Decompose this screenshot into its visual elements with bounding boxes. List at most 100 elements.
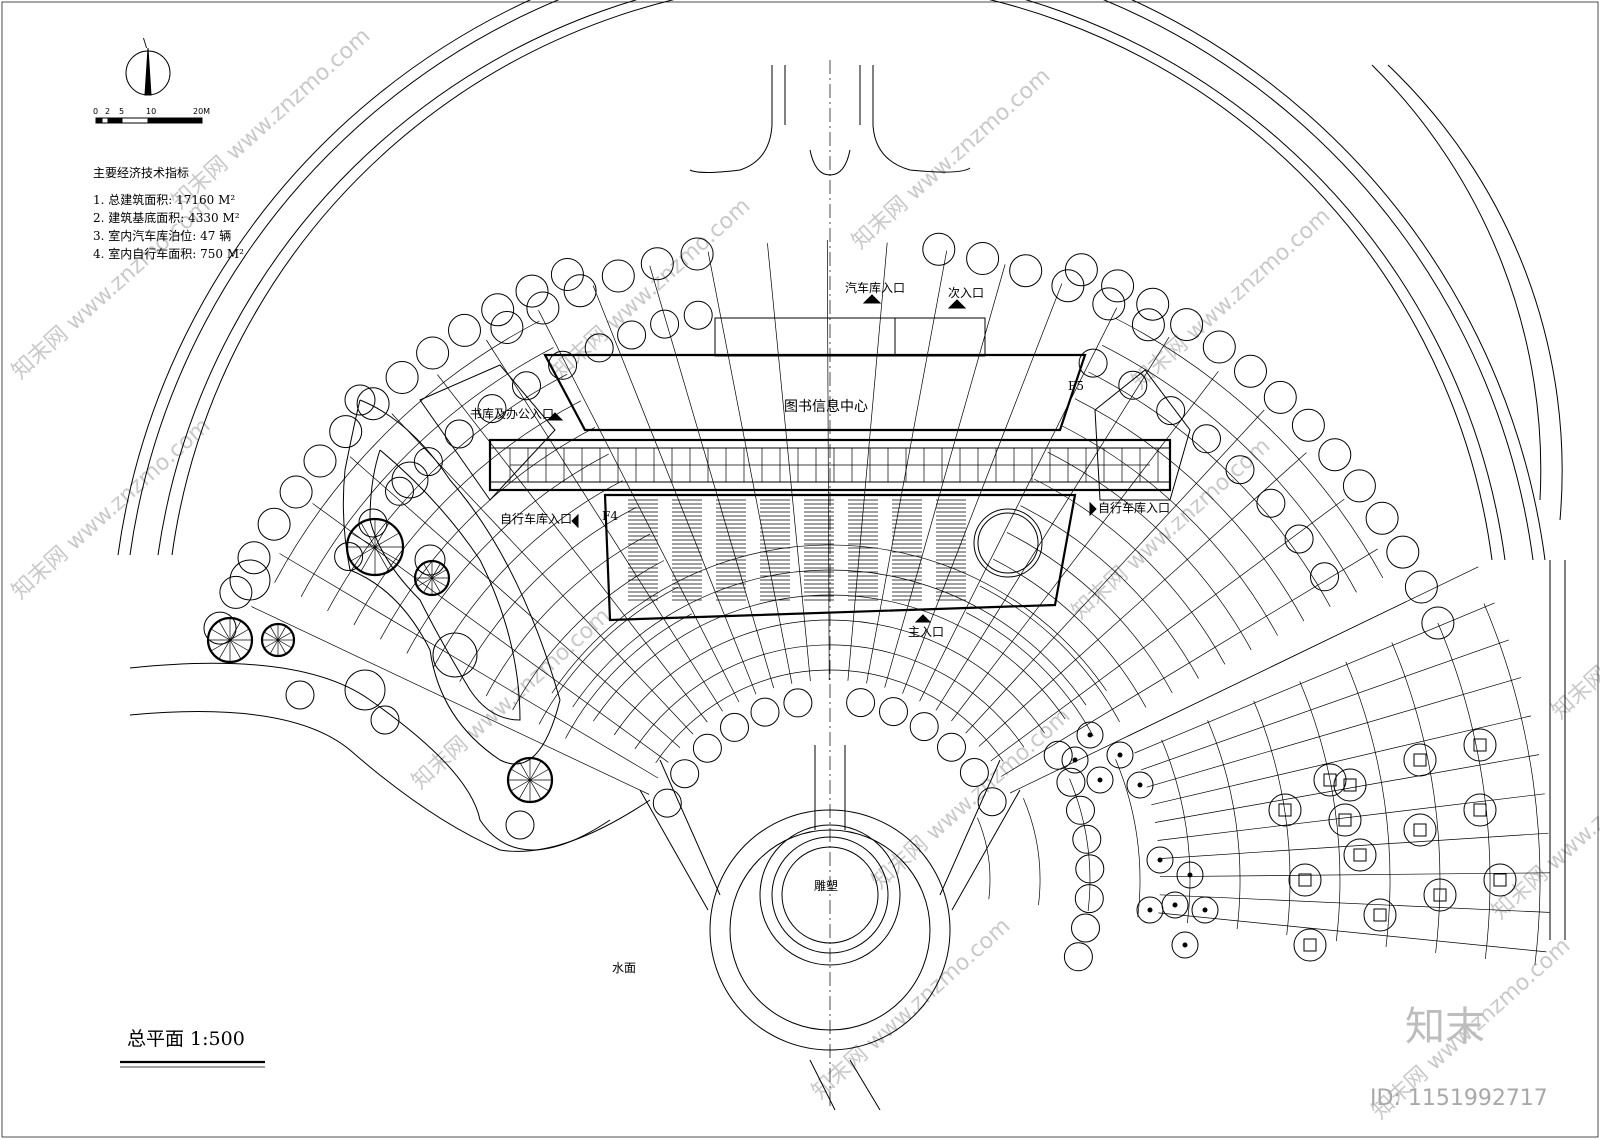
tree-pit [1338,813,1352,827]
paving-arc [432,480,623,668]
paving-arc [1061,425,1278,636]
tree-canopy [692,733,722,763]
tree-canopy [329,415,363,449]
tree-canopy [1136,287,1170,321]
tree-canopy [1063,942,1093,972]
tree-canopy [303,444,337,478]
label-bike-entry-right: 自行车库入口 [1098,500,1170,515]
small-tree [1146,846,1174,874]
tree-canopy [617,320,647,350]
brand-mark: 知末 ID: 1151992717 [1370,1004,1548,1111]
paving-radial [919,307,1118,702]
paving-arc [353,400,582,626]
tree-canopy [334,542,364,571]
sculpture-plaza [639,745,1021,1111]
feature-tree-branch [218,639,231,660]
feature-tree-branch [423,563,433,579]
tree-pit [1493,873,1507,887]
small-tree [1106,741,1134,769]
paving-arc [1047,451,1252,651]
technical-indicators: 主要经济技术指标 1. 总建筑面积: 17160 M² 2. 建筑基底面积: 4… [93,165,244,261]
tree-canopy [1071,913,1100,943]
paving-arc [1391,642,1441,954]
paving-arc [485,533,651,697]
paving-radial [1126,566,1479,737]
tree-canopy [344,669,386,711]
grid-tree [1313,763,1347,797]
tree-canopy [720,712,749,742]
paving-radial [1151,715,1532,806]
paving-radial [951,371,1219,722]
tree-layer [203,232,1517,972]
tree-pit [1473,803,1487,817]
tree-canopy [879,697,908,727]
tree-canopy [1310,562,1339,592]
tree-canopy [1202,330,1236,364]
grid-tree [1328,803,1362,837]
tree-canopy [448,313,481,347]
label-water: 水面 [612,961,636,975]
paving-radial [767,243,811,682]
tree-canopy [481,293,515,327]
small-tree [1136,896,1164,924]
tree-canopy [257,507,291,541]
tree-canopy [1234,354,1267,388]
label-secondary-entry: 次入口 [948,286,984,300]
scale-tick-3: 10 [146,107,156,116]
indicators-title: 主要经济技术指标 [93,165,189,180]
tree-canopy [1092,287,1126,321]
scale-tick-1: 2 [105,107,110,116]
grid-tree [1293,928,1327,962]
tree-pit [1353,848,1367,862]
paving-arc [1115,759,1141,918]
feature-tree-branch [229,620,242,641]
scale-bar: 0 2 5 10 20M [93,107,210,124]
tree-canopy [937,732,966,762]
tree-canopy [279,475,313,509]
grid-tree [1423,878,1457,912]
paving-arc [965,612,1094,737]
small-tree-trunk [1117,752,1123,758]
label-sculpture: 雕塑 [814,878,838,893]
paving-radial [349,456,681,748]
tree-canopy [640,247,674,281]
paving-arc [1437,622,1491,960]
north-arrow: \ [125,36,171,96]
small-tree-trunk [1147,907,1153,913]
paving-radial [251,606,650,795]
tree-canopy [1421,606,1455,640]
watermark-text: 知末网 www.znzmo.com [1127,204,1335,395]
tree-canopy [1284,524,1314,554]
feature-tree-branch [210,639,231,652]
small-tree [1126,771,1154,799]
watermark-text: 知末网 www.znzmo.com [407,604,615,795]
tree-canopy [356,387,390,421]
tree-canopy [652,788,682,818]
feature-tree-branch [277,631,293,641]
feature-tree-branch [277,639,287,655]
tree-canopy [219,575,253,609]
tree-canopy [1365,501,1399,535]
small-tree [1076,721,1104,749]
tree-canopy [750,697,780,727]
tree-canopy [477,394,507,424]
feature-tree-branch [529,760,542,781]
feature-tree-branch [229,628,250,641]
feature-tree-branch [417,569,433,579]
feature-tree-branch [374,546,390,572]
small-tree [1171,931,1199,959]
tree-canopy [1404,570,1438,604]
paving-arc [459,506,637,682]
grid-tree [1288,863,1322,897]
paving-radial [1146,677,1522,788]
image-id: ID: 1151992717 [1370,1086,1548,1111]
tree-canopy [1056,767,1086,797]
paving-arc [1088,371,1331,607]
tree-canopy [1170,308,1204,342]
tree-canopy [959,758,989,787]
small-tree-trunk [1137,782,1143,788]
tree-pit [1323,773,1337,787]
tree-canopy [1009,254,1043,288]
tree-canopy [977,787,1007,817]
tree-canopy [344,384,376,416]
